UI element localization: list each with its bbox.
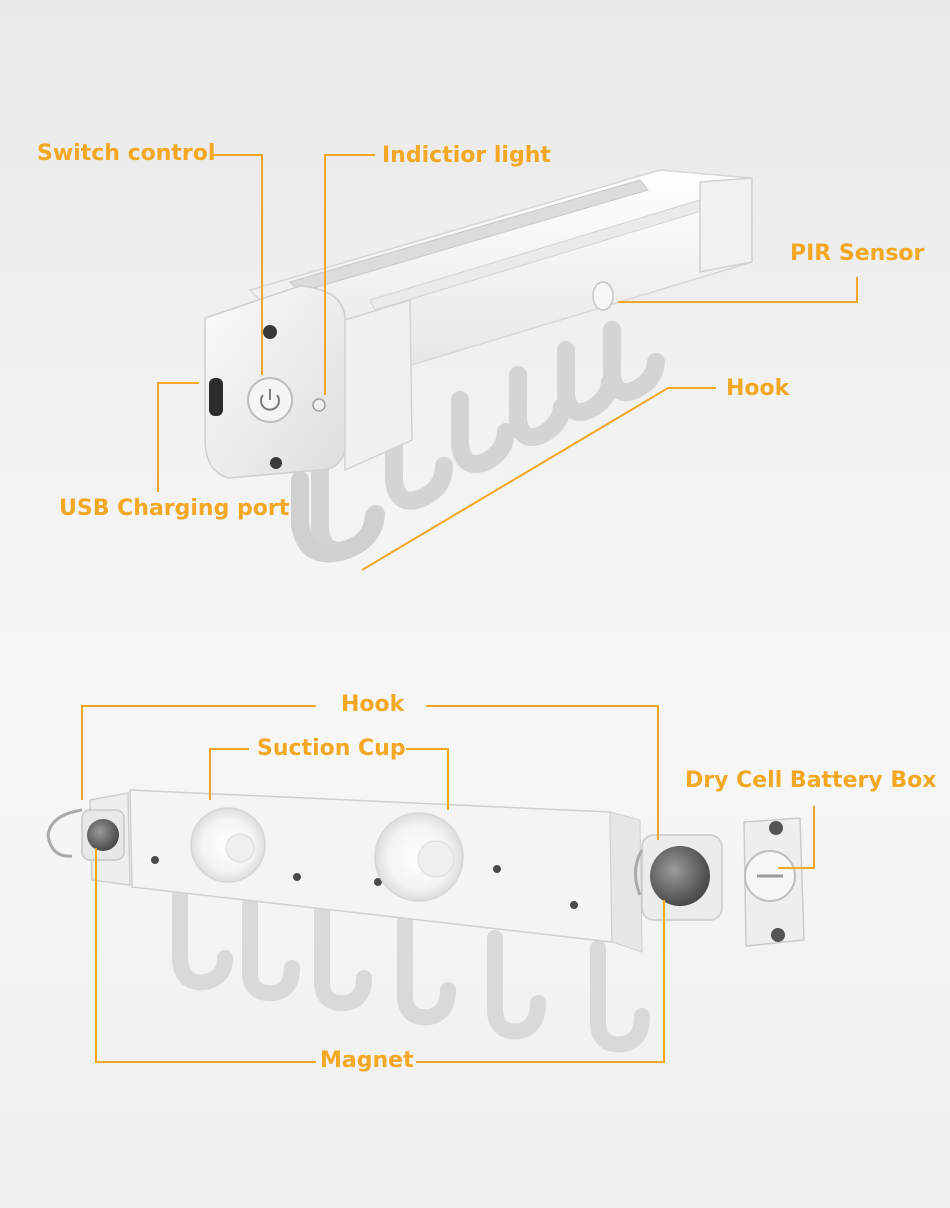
label-magnet: Magnet xyxy=(320,1048,414,1073)
magnet-left-icon xyxy=(87,819,119,851)
label-usb-charging-port: USB Charging port xyxy=(59,496,290,521)
label-switch-control: Switch control xyxy=(37,141,216,166)
pir-sensor-icon xyxy=(592,281,614,311)
magnet-right-icon xyxy=(650,846,710,906)
bottom-hooks xyxy=(172,887,650,1053)
callout-lines xyxy=(81,154,858,1063)
label-suction-cup: Suction Cup xyxy=(257,736,406,761)
label-pir-sensor: PIR Sensor xyxy=(790,241,925,266)
bottom-product xyxy=(46,789,805,1053)
label-indicator-light: Indictior light xyxy=(382,143,551,168)
top-screw-hole xyxy=(270,457,282,469)
top-screw-hole xyxy=(263,325,277,339)
label-battery-box: Dry Cell Battery Box xyxy=(685,768,937,793)
label-hook-top: Hook xyxy=(726,376,790,401)
label-hook-bottom: Hook xyxy=(341,692,405,717)
top-product xyxy=(204,169,753,563)
usb-port-icon xyxy=(209,378,223,416)
indicator-light-icon xyxy=(312,398,326,412)
